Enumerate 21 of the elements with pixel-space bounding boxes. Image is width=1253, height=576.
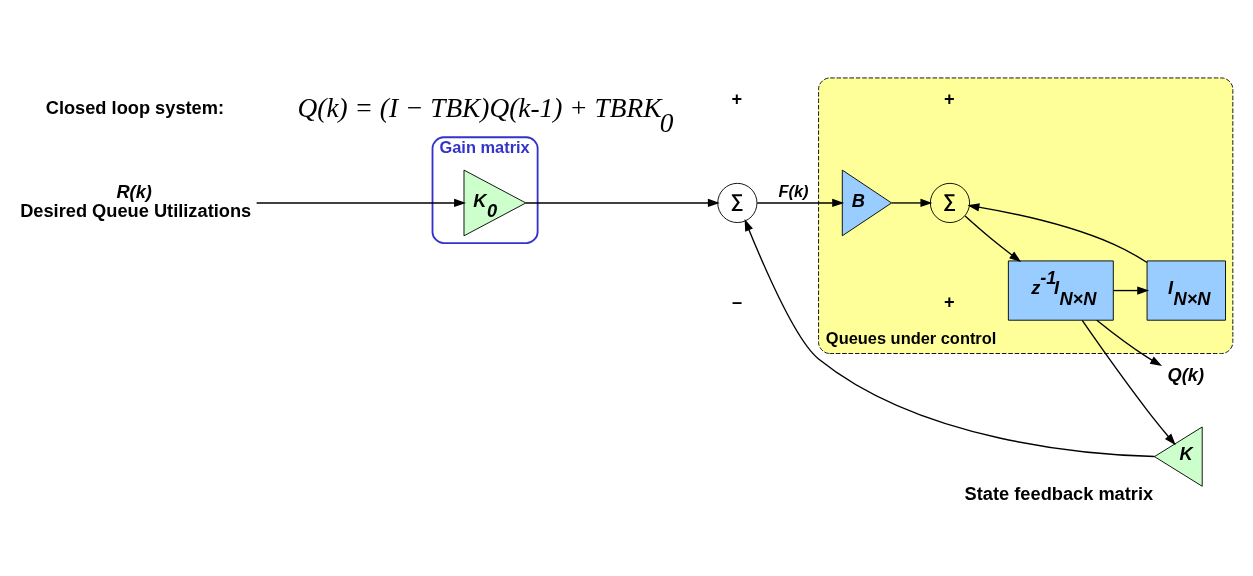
node-circle: ∑ (717, 182, 758, 223)
node-circle: ∑ (929, 182, 971, 223)
arrow (255, 198, 466, 207)
arrow (890, 198, 933, 207)
arrow (967, 202, 1148, 263)
arrow (964, 214, 1022, 262)
node-text: R(k) (116, 180, 152, 202)
arrow (1112, 285, 1150, 295)
arrow (756, 198, 845, 207)
label: Closed loop system: (45, 96, 225, 118)
arrow (1081, 319, 1176, 445)
arrow (525, 198, 720, 207)
label: – (731, 290, 743, 312)
label: + (731, 87, 743, 109)
label: + (944, 290, 955, 312)
arrow (744, 218, 1156, 457)
label: + (944, 87, 955, 109)
node-label: State feedback matrix (964, 482, 1154, 504)
arrow (1096, 319, 1163, 366)
edge-label: F(k) (778, 181, 809, 200)
node-text: Q(k) (1167, 363, 1205, 385)
